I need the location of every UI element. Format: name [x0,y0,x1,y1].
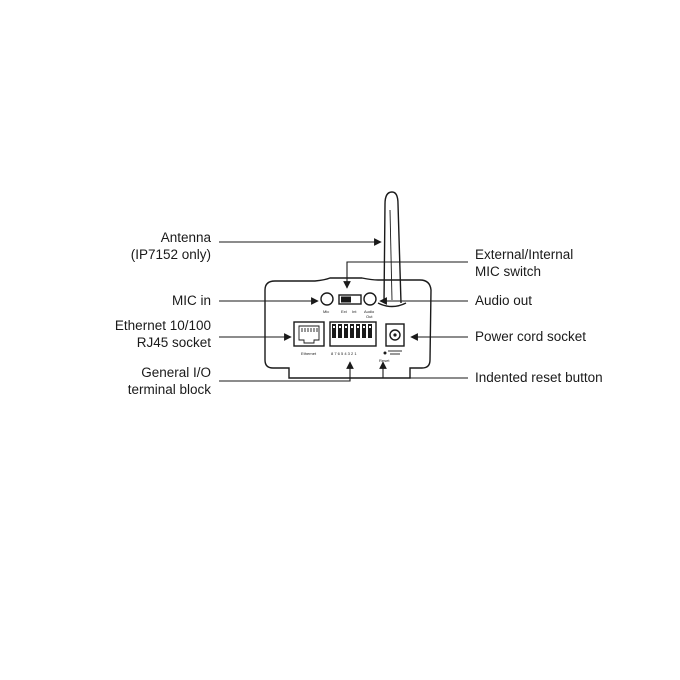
reset-button: Reset [379,351,390,363]
mic-switch-label-2: MIC switch [475,264,541,279]
mic-in-label: MIC in [172,293,211,308]
out-label-tiny: Out [366,314,373,319]
reset-leader [379,361,468,379]
mic-label-tiny: Mic [323,309,329,314]
antenna [377,191,407,308]
mic-switch-label: External/Internal [475,247,573,262]
terminal-numbers-tiny: 8 7 6 5 4 3 2 1 [331,351,357,356]
reset-label-tiny: Reset [379,358,390,363]
mic-in-jack: Mic [320,292,334,314]
mic-switch: Ext Int [338,294,362,314]
ethernet-socket: Ethernet [293,321,325,356]
power-socket [385,323,405,355]
audio-label-tiny: Audio [364,309,375,314]
antenna-label: Antenna [161,230,212,245]
ethernet-label-tiny: Ethernet [301,351,317,356]
leader-lines [219,238,468,382]
ethernet-label: Ethernet 10/100 [115,318,211,333]
terminal-block-label: terminal block [128,382,212,397]
power-label: Power cord socket [475,329,586,344]
camera-body [264,277,432,379]
rj45-label: RJ45 socket [137,335,212,350]
mic-switch-leader [343,261,468,289]
audio-out-label: Audio out [475,293,532,308]
reset-label: Indented reset button [475,370,603,385]
audio-out-jack: Audio Out [363,292,377,319]
ext-label-tiny: Ext [341,309,348,314]
terminal-block: 8 7 6 5 4 3 2 1 [329,321,377,356]
general-io-label: General I/O [141,365,211,380]
general-io-leader [219,361,354,382]
int-label-tiny: Int [352,309,357,314]
antenna-model-note: (IP7152 only) [131,247,211,262]
